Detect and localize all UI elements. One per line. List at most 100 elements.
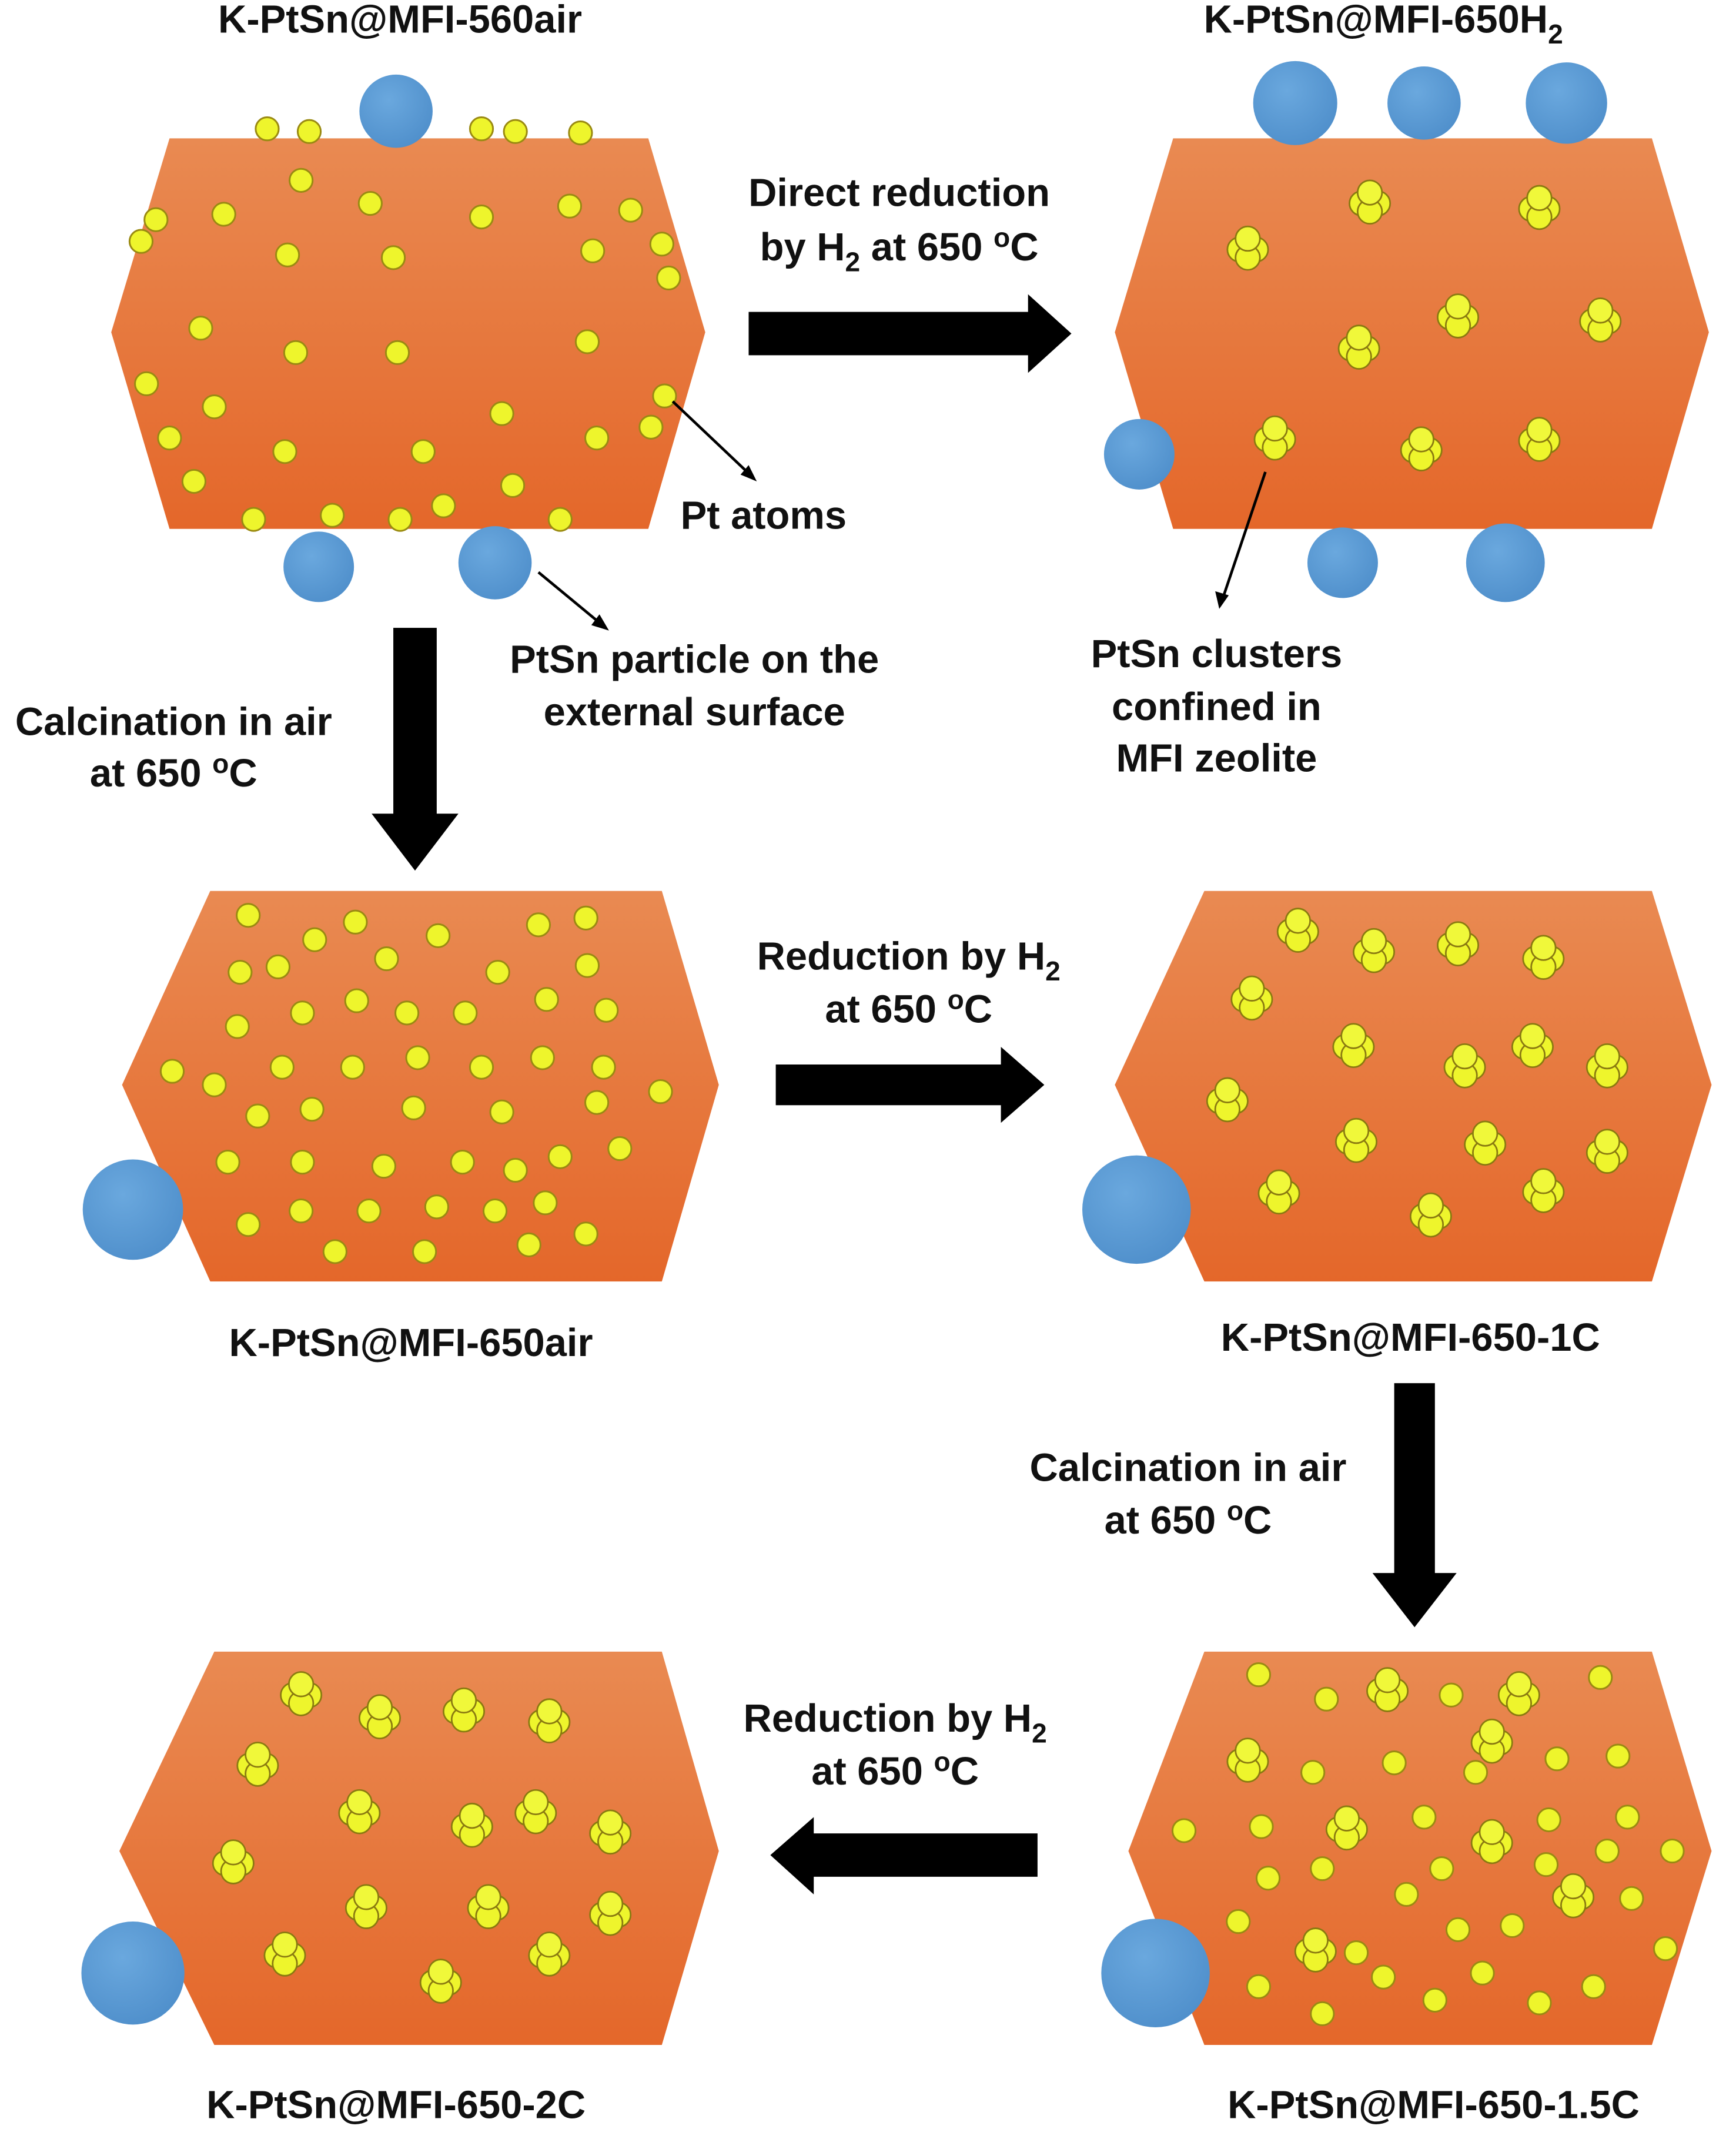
pt-atom — [366, 1694, 393, 1720]
pt-atom — [1382, 1750, 1407, 1776]
pt-atom — [1581, 1974, 1606, 1999]
pt-atom — [288, 1671, 315, 1698]
pt-atom — [1526, 417, 1553, 443]
ptsn-particle — [458, 526, 532, 600]
pt-atom — [410, 439, 436, 464]
ptsn-cluster — [344, 1884, 387, 1929]
pt-atom — [1417, 1192, 1444, 1219]
ptsn-cluster — [1206, 1077, 1249, 1123]
pt-atom — [269, 1055, 295, 1080]
mfi-zeolite-crystal — [122, 891, 719, 1282]
zeolite-650-2c-panel — [81, 1651, 719, 2045]
mfi-zeolite-crystal — [1128, 1651, 1712, 2045]
pt-atom — [236, 1212, 261, 1237]
pt-atom — [533, 1190, 558, 1216]
pt-atom — [1653, 1936, 1678, 1961]
pt-atom — [523, 1789, 549, 1816]
pt-atom — [580, 238, 606, 263]
ptsn-cluster — [1335, 1117, 1378, 1163]
pt-atom — [1615, 1805, 1640, 1830]
pt-atom — [584, 426, 610, 451]
pt-atom — [1594, 1838, 1620, 1864]
pt-atom — [275, 242, 300, 267]
ptsn-cluster — [1257, 1169, 1300, 1215]
pt-atom — [1285, 908, 1311, 934]
ptsn-cluster — [1497, 1671, 1540, 1716]
pt-atom — [405, 1045, 430, 1070]
ptsn-cluster — [528, 1698, 571, 1743]
pt-atom — [1249, 1814, 1274, 1839]
pt-atom — [241, 507, 266, 532]
pt-atom — [503, 119, 528, 144]
sample-label-650-2c: K-PtSn@MFI-650-2C — [206, 2083, 586, 2127]
pt-atom — [302, 927, 327, 952]
pt-atom — [159, 1059, 185, 1084]
pt-atom — [236, 903, 261, 928]
ptsn-particle — [1466, 523, 1545, 602]
arrow-left-reduction-2 — [770, 1817, 1038, 1894]
pt-atom — [202, 1072, 227, 1097]
pt-atom — [607, 1136, 633, 1161]
pt-atom — [573, 905, 598, 930]
pt-atom — [299, 1097, 325, 1122]
ptsn-cluster — [236, 1742, 279, 1787]
pt-atom — [1544, 1746, 1570, 1772]
pt-atom — [1346, 324, 1372, 351]
pt-atom — [1470, 1960, 1495, 1986]
pt-atom — [503, 1157, 528, 1183]
pt-atom — [1519, 1023, 1546, 1049]
ptsn-cluster — [450, 1802, 493, 1848]
pt-atom — [1239, 975, 1265, 1002]
pt-atom — [534, 987, 559, 1012]
pt-atom — [1560, 1873, 1587, 1900]
pt-atom — [427, 1959, 454, 1985]
pt-atom — [652, 383, 677, 409]
arrow-right-reduction-1 — [775, 1047, 1045, 1123]
pt-atom — [283, 340, 309, 365]
pt-atom — [1533, 1852, 1559, 1877]
pt-atom — [574, 953, 600, 978]
svg-text:Calcination in air: Calcination in air — [15, 699, 332, 744]
pt-atom — [1226, 1909, 1251, 1934]
pt-atom — [656, 265, 681, 291]
ptsn-cluster — [1443, 1043, 1486, 1089]
zeolite-650h2-panel — [1103, 61, 1709, 602]
svg-text:Calcination in air: Calcination in air — [1029, 1445, 1346, 1489]
ptsn-cluster — [467, 1884, 510, 1929]
pt-atom — [1605, 1743, 1631, 1769]
pt-atom — [453, 1000, 478, 1026]
pt-atom — [526, 912, 551, 938]
pt-atom — [1530, 1168, 1557, 1194]
pt-atom — [482, 1199, 508, 1224]
ptsn-cluster — [1470, 1819, 1513, 1864]
svg-text:at 650 oC: at 650 oC — [90, 748, 257, 795]
pt-atom — [245, 1742, 271, 1768]
pt-atom — [1171, 1818, 1197, 1843]
pt-atom — [1429, 1856, 1454, 1882]
ptsn-particle — [1103, 419, 1175, 490]
svg-text:MFI zeolite: MFI zeolite — [1116, 737, 1317, 781]
ptsn-cluster — [589, 1890, 632, 1936]
pt-atom — [1266, 1169, 1292, 1196]
pt-atom — [547, 1144, 573, 1169]
ptsn-particle — [359, 74, 433, 148]
ptsn-particle — [1526, 62, 1607, 144]
pt-atom — [1445, 1917, 1471, 1942]
pt-atom — [340, 1055, 365, 1080]
sample-label-650air: K-PtSn@MFI-650air — [229, 1321, 593, 1365]
pt-atom — [272, 439, 297, 464]
pt-atom — [1439, 1682, 1464, 1708]
pt-atom — [485, 960, 510, 985]
pt-atom — [1506, 1671, 1533, 1698]
pt-atom — [290, 1000, 315, 1026]
pt-atom — [290, 1149, 315, 1175]
ptsn-cluster — [1276, 908, 1319, 953]
step-calcination-1: Calcination in air at 650 oC — [15, 699, 332, 795]
ptsn-particle — [1253, 61, 1337, 145]
pt-atom — [1262, 415, 1288, 442]
pt-atom — [1411, 1805, 1437, 1830]
ptsn-cluster — [1464, 1120, 1507, 1166]
sample-label-650h2: K-PtSn@MFI-650H2 — [1204, 0, 1563, 49]
pt-atom — [1235, 1738, 1261, 1764]
pt-atom — [225, 1014, 250, 1039]
